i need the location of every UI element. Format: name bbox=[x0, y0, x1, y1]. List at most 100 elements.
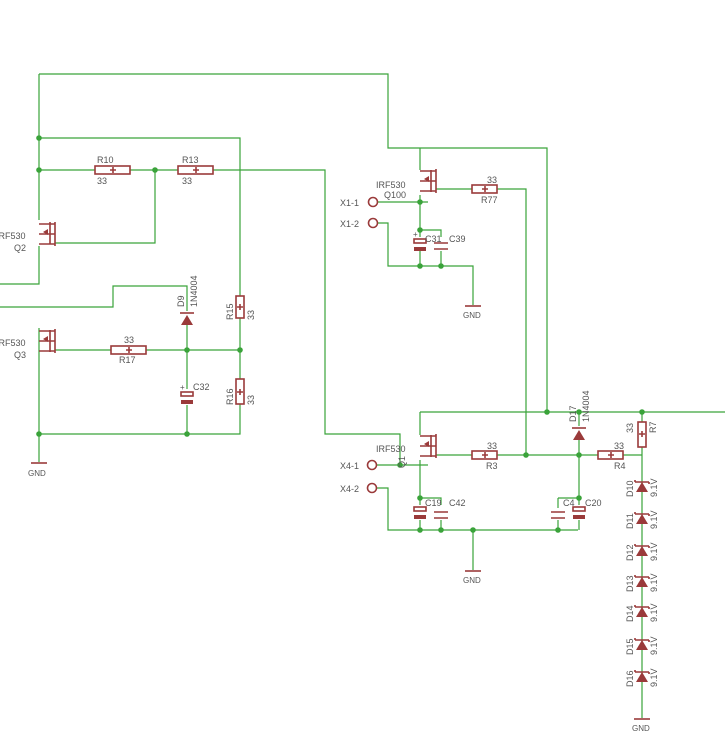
d10-ref: D10 bbox=[625, 480, 635, 497]
zener-d10: D10 9.1V bbox=[625, 478, 659, 497]
d12-ref: D12 bbox=[625, 544, 635, 561]
gnd-label-1: GND bbox=[28, 469, 46, 478]
d9-value: 1N4004 bbox=[189, 275, 199, 307]
r77-value: 33 bbox=[487, 175, 497, 185]
wires bbox=[0, 73, 725, 718]
r10-ref: R10 bbox=[97, 155, 114, 165]
q3-value: IRF530 bbox=[0, 338, 26, 348]
resistor-r15: R15 33 bbox=[225, 295, 256, 320]
mosfet-q1: IRF530 Q1 bbox=[376, 434, 437, 468]
d15-ref: D15 bbox=[625, 638, 635, 655]
r15-value: 33 bbox=[246, 310, 256, 320]
r7-ref: R7 bbox=[648, 421, 658, 433]
c19-ref: C19 bbox=[425, 498, 442, 508]
connector-x4-1: X4-1 bbox=[340, 459, 378, 471]
c20-ref: C20 bbox=[585, 498, 602, 508]
d15-value: 9.1V bbox=[649, 636, 659, 655]
d10-value: 9.1V bbox=[649, 478, 659, 497]
resistor-r16: R16 33 bbox=[225, 378, 256, 405]
d11-ref: D11 bbox=[625, 513, 635, 529]
r16-value: 33 bbox=[246, 395, 256, 405]
q1-value: IRF530 bbox=[376, 444, 406, 454]
c4-ref: C4 bbox=[563, 498, 575, 508]
ground-symbol: GND bbox=[632, 718, 650, 733]
zener-d12: D12 9.1V bbox=[625, 542, 659, 561]
diode-d17: D17 1N4004 bbox=[568, 390, 591, 440]
q100-ref: Q100 bbox=[384, 190, 406, 200]
r7-value: 33 bbox=[625, 423, 635, 433]
q2-ref: Q2 bbox=[14, 243, 26, 253]
d16-value: 9.1V bbox=[649, 668, 659, 687]
d13-ref: D13 bbox=[625, 575, 635, 592]
resistor-r3: 33 R3 bbox=[471, 441, 498, 471]
mosfet-q3: IRF530 Q3 bbox=[0, 329, 56, 360]
svg-text:+: + bbox=[180, 383, 185, 392]
resistor-r13: R13 33 bbox=[177, 155, 214, 186]
gnd-label-3: GND bbox=[463, 576, 481, 585]
junctions bbox=[36, 135, 645, 533]
resistor-r7: 33 R7 bbox=[625, 421, 658, 448]
r17-value: 33 bbox=[124, 335, 134, 345]
r13-value: 33 bbox=[182, 176, 192, 186]
x4-2-label: X4-2 bbox=[340, 484, 359, 494]
c39-ref: C39 bbox=[449, 234, 466, 244]
r13-ref: R13 bbox=[182, 155, 199, 165]
r16-ref: R16 bbox=[225, 388, 235, 405]
r4-value: 33 bbox=[614, 441, 624, 451]
diode-d9: D9 1N4004 bbox=[176, 275, 199, 325]
r10-value: 33 bbox=[97, 176, 107, 186]
q1-ref: Q1 bbox=[397, 456, 407, 468]
r3-ref: R3 bbox=[486, 461, 498, 471]
zener-d16: D16 9.1V bbox=[625, 668, 659, 687]
capacitor-c42: C42 bbox=[434, 498, 466, 519]
d17-ref: D17 bbox=[568, 405, 578, 422]
x1-2-label: X1-2 bbox=[340, 219, 359, 229]
x4-1-label: X4-1 bbox=[340, 461, 359, 471]
r17-ref: R17 bbox=[119, 355, 136, 365]
connector-x4-2: X4-2 bbox=[340, 482, 378, 494]
capacitor-c31: + C31 bbox=[413, 230, 442, 251]
resistor-r77: 33 R77 bbox=[471, 175, 498, 205]
capacitor-c19: C19 bbox=[413, 498, 442, 519]
q2-value: IRF530 bbox=[0, 231, 26, 241]
q100-value: IRF530 bbox=[376, 180, 406, 190]
c32-ref: C32 bbox=[193, 382, 210, 392]
resistor-r17: 33 R17 bbox=[110, 335, 147, 365]
capacitor-c20: C20 bbox=[572, 498, 602, 519]
ground-symbol: GND bbox=[463, 570, 481, 585]
zener-d15: D15 9.1V bbox=[625, 636, 659, 655]
gnd-label-2: GND bbox=[463, 311, 481, 320]
gnd-label-4: GND bbox=[632, 724, 650, 733]
d13-value: 9.1V bbox=[649, 573, 659, 592]
zener-d13: D13 9.1V bbox=[625, 573, 659, 592]
r4-ref: R4 bbox=[614, 461, 626, 471]
q3-ref: Q3 bbox=[14, 350, 26, 360]
d11-value: 9.1V bbox=[649, 510, 659, 529]
resistor-r10: R10 33 bbox=[94, 155, 131, 186]
c42-ref: C42 bbox=[449, 498, 466, 508]
x1-1-label: X1-1 bbox=[340, 198, 359, 208]
d17-value: 1N4004 bbox=[581, 390, 591, 422]
d16-ref: D16 bbox=[625, 670, 635, 687]
r3-value: 33 bbox=[487, 441, 497, 451]
svg-text:+: + bbox=[413, 230, 418, 239]
connector-x1-2: X1-2 bbox=[340, 217, 379, 229]
ground-symbol: GND bbox=[28, 462, 47, 478]
capacitor-c39: C39 bbox=[434, 234, 466, 250]
capacitor-c4: C4 bbox=[551, 498, 575, 519]
zener-d14: D14 9.1V bbox=[625, 603, 659, 622]
ground-symbol: GND bbox=[463, 305, 481, 320]
mosfet-q100: IRF530 Q100 bbox=[376, 169, 437, 200]
d14-value: 9.1V bbox=[649, 603, 659, 622]
resistor-r4: 33 R4 bbox=[597, 441, 626, 471]
d14-ref: D14 bbox=[625, 605, 635, 622]
d9-ref: D9 bbox=[176, 295, 186, 307]
zener-d11: D11 9.1V bbox=[625, 510, 659, 529]
mosfet-q2: IRF530 Q2 bbox=[0, 222, 56, 253]
connector-x1-1: X1-1 bbox=[340, 196, 379, 208]
capacitor-c32: + C32 bbox=[180, 382, 210, 404]
c31-ref: C31 bbox=[425, 234, 442, 244]
d12-value: 9.1V bbox=[649, 542, 659, 561]
r77-ref: R77 bbox=[481, 195, 498, 205]
